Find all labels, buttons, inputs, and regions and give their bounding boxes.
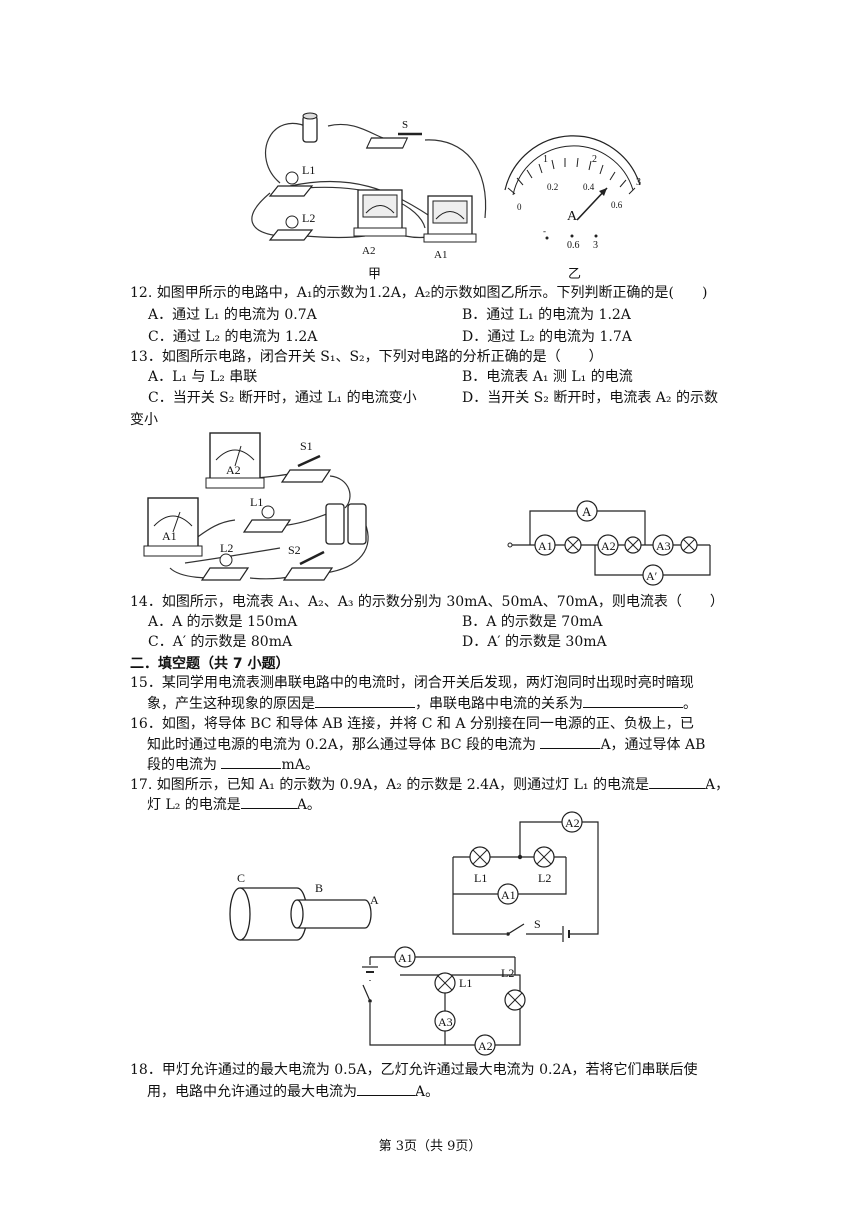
caption-jia: 甲 xyxy=(368,267,382,282)
b-label: B xyxy=(315,881,323,895)
q15-line-2: 象，产生这种现象的原因是 ，串联电路中电流的关系为 。 xyxy=(147,693,697,714)
q16-line-1: 16．如图，将导体 BC 和导体 AB 连接，并将 C 和 A 分别接在同一电源… xyxy=(130,716,694,732)
switch-label: S xyxy=(402,119,408,131)
q12-stem: 12. 如图甲所示的电路中，A₁的示数为1.2A，A₂的示数如图乙所示。下列判断… xyxy=(130,285,708,301)
s2-label: S2 xyxy=(288,543,301,557)
q15-blank-2[interactable] xyxy=(583,693,683,708)
l2-label: L2 xyxy=(220,541,233,555)
q13-option-d: D．当开关 S₂ 断开时，电流表 A₂ 的示数 xyxy=(462,390,718,406)
a1-label: A1 xyxy=(434,249,447,261)
meter-a2-label: A2 xyxy=(601,539,616,553)
meter-a-prime-label: A′ xyxy=(646,569,658,583)
q17-text-d: A。 xyxy=(296,797,321,813)
q14-stem: 14．如图所示，电流表 A₁、A₂、A₃ 的示数分别为 30mA、50mA、70… xyxy=(130,594,724,610)
a2-label: A2 xyxy=(478,1039,493,1053)
q18-line-1: 18．甲灯允许通过的最大电流为 0.5A，乙灯允许通过最大电流为 0.2A，若将… xyxy=(130,1062,698,1078)
l2-label: L2 xyxy=(501,966,514,980)
scale-top-2: 2 xyxy=(592,154,597,165)
q16-line-2: 知此时通过电源的电流为 0.2A，那么通过导体 BC 段的电流为 A，通过导体 … xyxy=(147,734,705,755)
q16-blank-2[interactable] xyxy=(221,754,282,769)
q16-line-3: 段的电流为 mA。 xyxy=(147,754,319,775)
meter-a1-label: A1 xyxy=(538,539,553,553)
meter-a-label: A xyxy=(582,504,592,519)
scale-bottom-0: 0 xyxy=(517,202,522,212)
section-2-heading: 二．填空题（共 7 小题） xyxy=(130,656,290,672)
q12-option-b: B．通过 L₁ 的电流为 1.2A xyxy=(462,307,631,323)
q12-option-a: A．通过 L₁ 的电流为 0.7A xyxy=(148,307,317,323)
figure-12-circuit: S L1 L2 A2 A1 xyxy=(251,112,487,261)
q17-text-b: A， xyxy=(704,777,730,793)
q17-text-a: 17. 如图所示，已知 A₁ 的示数为 0.9A，A₂ 的示数是 2.4A，则通… xyxy=(130,777,649,793)
q13-option-c: C．当开关 S₂ 断开时，通过 L₁ 的电流变小 xyxy=(148,390,417,406)
scale-bottom-06: 0.6 xyxy=(611,200,623,210)
a2-label: A2 xyxy=(565,816,580,830)
l1-label: L1 xyxy=(474,871,487,885)
q17-line-2: 灯 L₂ 的电流是 A。 xyxy=(147,794,321,815)
a3-label: A3 xyxy=(438,1015,453,1029)
q13-stem: 13．如图所示电路，闭合开关 S₁、S₂，下列对电路的分析正确的是（ ） xyxy=(130,349,603,365)
q18-text-a: 用，电路中允许通过的最大电流为 xyxy=(147,1084,357,1100)
terminal-06: 0.6 xyxy=(567,240,580,251)
q15-blank-1[interactable] xyxy=(315,693,415,708)
a-label: A xyxy=(370,893,379,907)
q15-text-c: 。 xyxy=(683,696,697,712)
q16-text-a: 知此时通过电源的电流为 0.2A，那么通过导体 BC 段的电流为 xyxy=(147,737,536,753)
q14-option-d: D．A′ 的示数是 30mA xyxy=(462,634,607,650)
a2-label: A2 xyxy=(362,245,375,257)
caption-yi: 乙 xyxy=(568,267,582,282)
l2-label: L2 xyxy=(302,211,315,225)
scale-top-3: 3 xyxy=(636,177,641,188)
meter-a3-label: A3 xyxy=(656,539,671,553)
l1-label: L1 xyxy=(459,976,472,990)
q12-option-d: D．通过 L₂ 的电流为 1.7A xyxy=(462,329,632,345)
a2-label: A2 xyxy=(226,463,241,477)
a1-label: A1 xyxy=(162,529,177,543)
q14-option-c: C．A′ 的示数是 80mA xyxy=(148,634,293,650)
figure-16-conductor: C B A xyxy=(229,871,379,941)
q13-option-d-cont: 变小 xyxy=(130,412,158,428)
q13-option-b: B．电流表 A₁ 测 L₁ 的电流 xyxy=(462,369,633,385)
q18-line-2: 用，电路中允许通过的最大电流为 A。 xyxy=(147,1081,439,1102)
terminal-neg: - xyxy=(543,226,546,236)
l2-label: L2 xyxy=(538,871,551,885)
figure-14-circuit: A A1 A2 A3 A′ xyxy=(507,500,711,586)
a1-label: A1 xyxy=(501,888,516,902)
q12-option-c: C．通过 L₂ 的电流为 1.2A xyxy=(148,329,318,345)
scale-top-1: 1 xyxy=(543,154,548,165)
meter-unit: A xyxy=(567,209,578,224)
q15-text-a: 象，产生这种现象的原因是 xyxy=(147,696,315,712)
l1-label: L1 xyxy=(302,163,315,177)
q14-option-b: B．A 的示数是 70mA xyxy=(462,614,603,630)
page-footer: 第 3页（共 9页） xyxy=(378,1139,482,1154)
c-label: C xyxy=(237,871,245,885)
q16-text-b: A，通过导体 AB xyxy=(600,737,706,753)
s1-label: S1 xyxy=(300,439,313,453)
q15-line-1: 15．某同学用电流表测串联电路中的电流时，闭合开关后发现，两灯泡同时出现时亮时暗… xyxy=(130,675,694,691)
q17-blank-1[interactable] xyxy=(648,774,705,789)
l1-label: L1 xyxy=(250,495,263,509)
figure-17-circuit: A2 L1 L2 A1 S xyxy=(452,811,599,944)
a1-label: A1 xyxy=(398,951,413,965)
q14-option-a: A．A 的示数是 150mA xyxy=(148,614,298,630)
q17-line-1: 17. 如图所示，已知 A₁ 的示数为 0.9A，A₂ 的示数是 2.4A，则通… xyxy=(130,774,729,795)
q17-blank-2[interactable] xyxy=(240,794,297,809)
q18-text-b: A。 xyxy=(415,1084,440,1100)
scale-bottom-02: 0.2 xyxy=(547,182,558,192)
figure-13-circuit: A2 A1 S1 L1 L2 S2 xyxy=(143,432,369,581)
ammeter-dial-figure: 1 2 3 0 0.2 0.4 0.6 A - 0.6 3 xyxy=(504,135,641,251)
q16-blank-1[interactable] xyxy=(540,734,601,749)
q15-text-b: ，串联电路中电流的关系为 xyxy=(415,696,583,712)
figure-18-circuit: A1 L1 L2 A3 A2 xyxy=(362,946,526,1056)
q18-blank-1[interactable] xyxy=(357,1081,415,1096)
q16-text-c: 段的电流为 xyxy=(147,757,217,773)
terminal-3: 3 xyxy=(593,240,598,251)
q13-option-a: A．L₁ 与 L₂ 串联 xyxy=(148,369,258,385)
q17-text-c: 灯 L₂ 的电流是 xyxy=(147,797,241,813)
s-label: S xyxy=(534,917,541,931)
scale-bottom-04: 0.4 xyxy=(583,182,595,192)
q16-text-d: mA。 xyxy=(281,757,319,773)
